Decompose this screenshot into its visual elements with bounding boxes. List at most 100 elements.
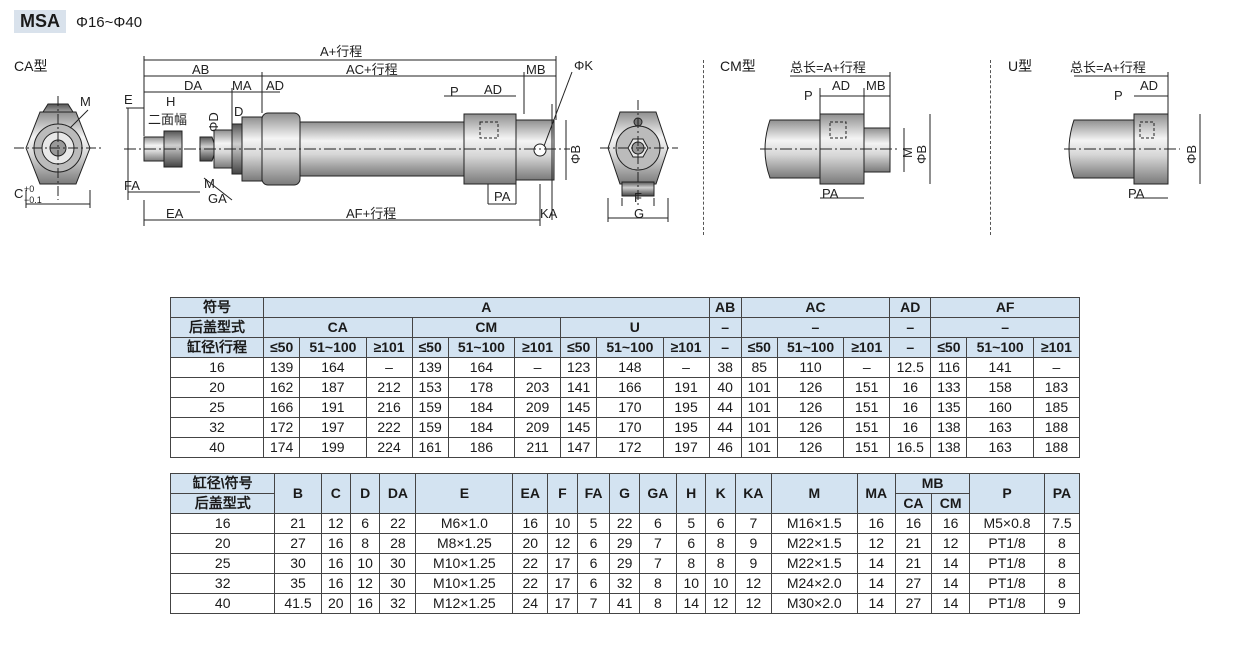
value-cell: 101	[740, 397, 778, 418]
header-stroke-ge101: ≥101	[514, 337, 562, 358]
value-cell: 159	[411, 417, 449, 438]
header-col: EA	[512, 473, 549, 514]
ca-side-view	[124, 56, 573, 226]
page-header: MSA Φ16~Φ40	[14, 10, 142, 33]
value-cell: 30	[274, 553, 322, 574]
value-cell: 22	[512, 573, 549, 594]
value-cell: 16	[889, 417, 932, 438]
value-cell: 199	[299, 437, 367, 458]
header-u: U	[560, 317, 710, 338]
bore-cell: 20	[169, 377, 265, 398]
header-stroke-ge101: ≥101	[1032, 337, 1081, 358]
header-stroke-le50: ≤50	[411, 337, 449, 358]
value-cell: 166	[596, 377, 664, 398]
value-cell: 27	[274, 533, 322, 554]
dim-f: F	[634, 190, 642, 205]
dim-ad-rear: AD	[484, 82, 502, 97]
value-cell: PT1/8	[969, 593, 1045, 614]
value-cell: 188	[1032, 417, 1081, 438]
dim-g: G	[634, 206, 644, 221]
header-bore-symbol: 缸径\符号	[169, 473, 276, 494]
bore-cell: 16	[169, 357, 265, 378]
header-col: B	[274, 473, 322, 514]
value-cell: 12	[705, 593, 736, 614]
value-cell: 12.5	[889, 357, 932, 378]
value-cell: 20	[320, 593, 351, 614]
value-cell: 12	[547, 533, 578, 554]
value-cell: M30×2.0	[770, 593, 858, 614]
bore-cell: 25	[169, 553, 276, 574]
value-cell: 6	[576, 533, 611, 554]
value-cell: 147	[560, 437, 598, 458]
header-bore-stroke: 缸径\行程	[169, 337, 265, 358]
value-cell: 12	[320, 513, 351, 534]
value-cell: 14	[930, 573, 971, 594]
header-stroke-le50: ≤50	[740, 337, 778, 358]
value-cell: 195	[662, 417, 710, 438]
header-stroke-le50: ≤50	[263, 337, 301, 358]
dim-c-sup: +0	[24, 184, 34, 194]
value-cell: 7	[638, 533, 678, 554]
header-af: AF	[930, 297, 1080, 318]
header-col: KA	[734, 473, 772, 514]
value-cell: 9	[734, 553, 772, 574]
dimension-table-a: 符号 A AB AC AD AF 后盖型式 CA CM U – – – – 缸径…	[169, 297, 1081, 458]
header-col: E	[415, 473, 514, 514]
value-cell: 172	[263, 417, 301, 438]
value-cell: 203	[514, 377, 562, 398]
value-cell: 195	[662, 397, 710, 418]
value-cell: M16×1.5	[770, 513, 858, 534]
header-col: MA	[856, 473, 896, 514]
value-cell: 29	[609, 553, 640, 574]
view-separator	[990, 60, 991, 235]
value-cell: 188	[1032, 437, 1081, 458]
u-dim-phib: ΦB	[1184, 145, 1199, 164]
dim-two-face: 二面幅	[148, 112, 187, 127]
value-cell: 186	[447, 437, 516, 458]
value-cell: 10	[705, 573, 736, 594]
value-cell: 172	[596, 437, 664, 458]
dim-c: C	[14, 186, 23, 201]
value-cell: 29	[609, 533, 640, 554]
value-cell: 16	[320, 553, 351, 574]
value-cell: 162	[263, 377, 301, 398]
header-stroke-51-100: 51~100	[447, 337, 516, 358]
value-cell: M22×1.5	[770, 533, 858, 554]
value-cell: 16	[894, 513, 932, 534]
dim-phid: ΦD	[206, 112, 221, 132]
value-cell: 6	[676, 533, 707, 554]
value-cell: 145	[560, 397, 598, 418]
dimension-table-b: 缸径\符号 B C D DA E EA F FA G GA H K KA M M…	[169, 473, 1081, 614]
value-cell: M12×1.25	[415, 593, 514, 614]
value-cell: 126	[776, 377, 845, 398]
value-cell: 184	[447, 397, 516, 418]
value-cell: 174	[263, 437, 301, 458]
value-cell: 24	[512, 593, 549, 614]
dim-h: H	[166, 94, 175, 109]
value-cell: 209	[514, 397, 562, 418]
model-name: MSA	[14, 10, 66, 33]
cm-dim-ad: AD	[832, 78, 850, 93]
cm-total-length: 总长=A+行程	[790, 60, 866, 75]
value-cell: 139	[263, 357, 301, 378]
u-dim-p: P	[1114, 88, 1123, 103]
value-cell: 8	[705, 553, 736, 574]
value-cell: 101	[740, 437, 778, 458]
value-cell: 116	[930, 357, 968, 378]
header-stroke-51-100: 51~100	[966, 337, 1034, 358]
value-cell: M10×1.25	[415, 553, 514, 574]
value-cell: 166	[263, 397, 301, 418]
value-cell: 12	[734, 573, 772, 594]
value-cell: 28	[379, 533, 417, 554]
view-label-u: U型	[1008, 58, 1033, 74]
value-cell: M5×0.8	[969, 513, 1045, 534]
value-cell: 148	[596, 357, 664, 378]
value-cell: 211	[514, 437, 562, 458]
value-cell: 170	[596, 417, 664, 438]
value-cell: 14	[856, 553, 896, 574]
ca-end-view	[14, 96, 102, 208]
